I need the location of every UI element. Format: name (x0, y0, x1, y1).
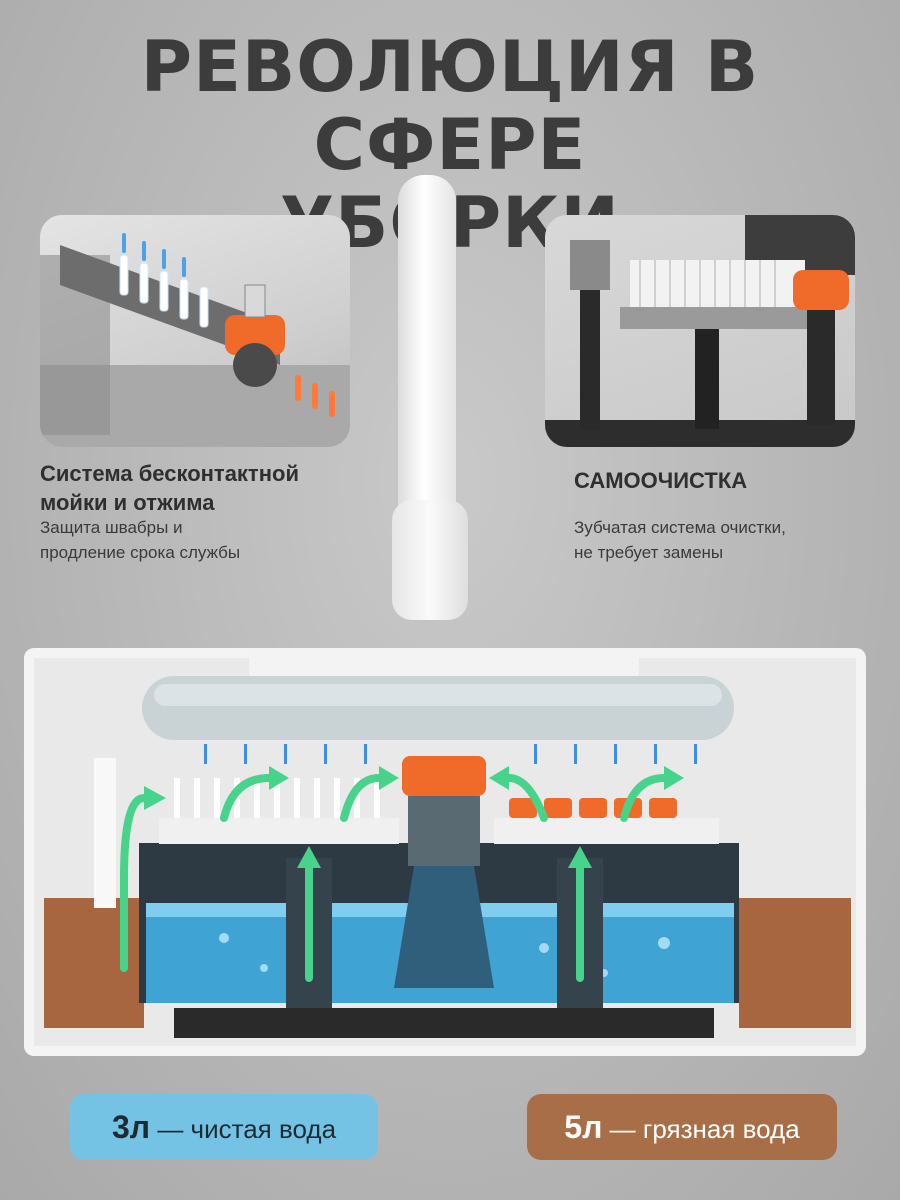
washing-system-illustration (40, 233, 350, 447)
clean-water-label: 3л — чистая вода (70, 1094, 378, 1160)
bucket-illustration (24, 648, 866, 1056)
self-cleaning-photo (545, 215, 855, 447)
clean-water-text: — чистая вода (150, 1114, 337, 1144)
washing-system-photo (40, 215, 350, 447)
dirty-water-label: 5л — грязная вода (527, 1094, 837, 1160)
self-cleaning-illustration (545, 215, 855, 447)
page-title-line-1: РЕВОЛЮЦИЯ В СФЕРЕ (140, 26, 760, 186)
dirty-water-volume: 5л (564, 1109, 603, 1145)
feature-washing-subtitle: Защита швабры и продление срока службы (40, 518, 241, 562)
feature-self-cleaning-title: САМООЧИСТКА (574, 468, 748, 493)
feature-washing-title: Система бесконтактной мойки и отжима (40, 461, 299, 515)
feature-self-cleaning-subtitle: Зубчатая система очистки, не требует зам… (574, 518, 786, 562)
mop-joint (392, 500, 468, 620)
dirty-water-text: — грязная вода (602, 1114, 800, 1144)
clean-water-volume: 3л (111, 1109, 151, 1145)
bucket-cross-section (24, 648, 866, 1058)
